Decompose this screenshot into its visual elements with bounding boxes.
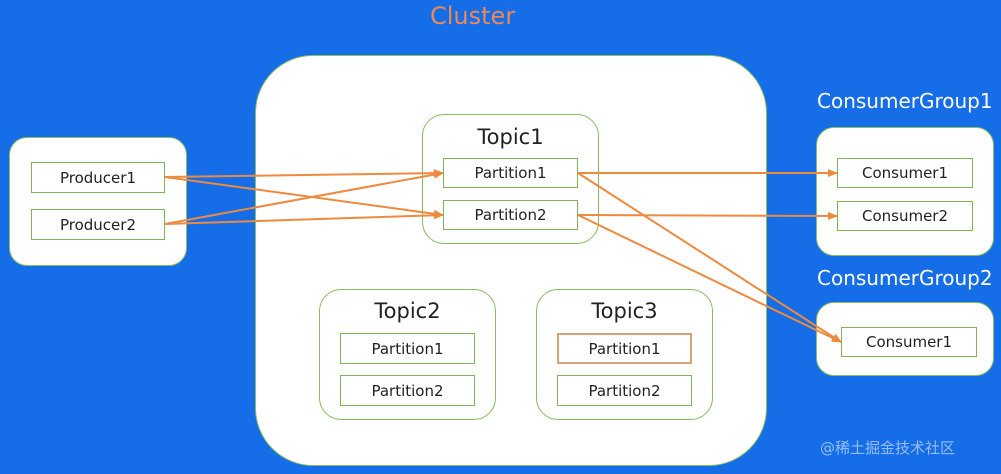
consumer-group-1-consumer-2: Consumer2 [837, 201, 973, 231]
topic-3-partition-2: Partition2 [557, 375, 692, 406]
consumer-group-1-panel [816, 127, 994, 256]
watermark: @稀土掘金技术社区 [820, 439, 956, 457]
topic-3-partition-1: Partition1 [557, 333, 692, 364]
consumer-group-1-consumer-1: Consumer1 [837, 158, 973, 188]
cluster-title: Cluster [430, 2, 516, 30]
consumer-group-2-consumer-1: Consumer1 [841, 327, 977, 357]
producers-panel [9, 137, 187, 266]
consumer-group-1-title: ConsumerGroup1 [817, 89, 993, 113]
topic-1-title: Topic1 [477, 125, 544, 149]
producer-1: Producer1 [31, 162, 165, 193]
topic-2-title: Topic2 [374, 299, 441, 323]
topic-1-partition-1: Partition1 [443, 158, 578, 188]
producer-2: Producer2 [31, 209, 165, 240]
consumer-group-2-title: ConsumerGroup2 [817, 266, 993, 290]
topic-3-title: Topic3 [591, 299, 658, 323]
topic-2-partition-2: Partition2 [340, 375, 475, 406]
topic-2-partition-1: Partition1 [340, 333, 475, 364]
topic-1-partition-2: Partition2 [443, 200, 578, 230]
